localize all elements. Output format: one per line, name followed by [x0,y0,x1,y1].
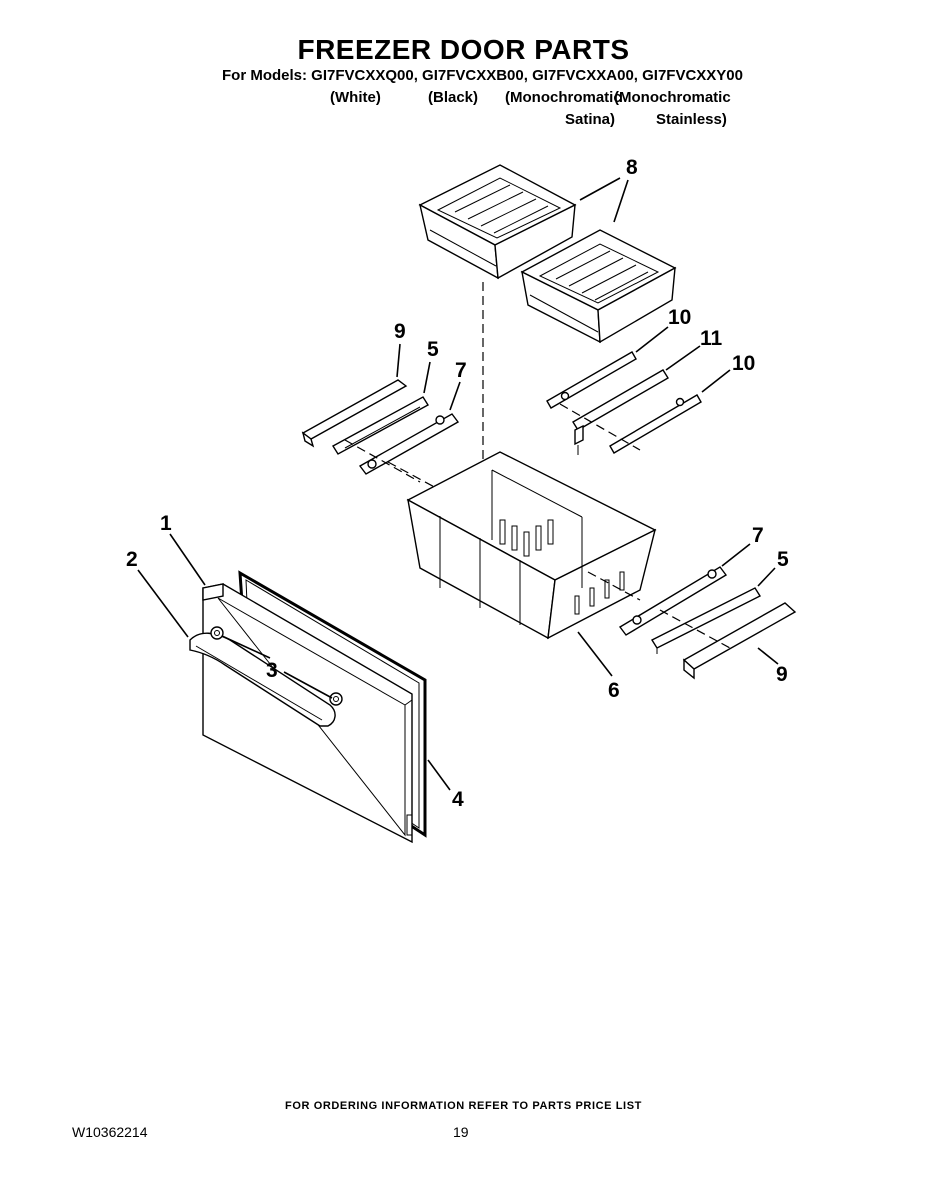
document-number: W10362214 [72,1124,148,1140]
upper-basket-left [418,164,577,280]
callout-2: 2 [126,548,138,571]
handle-mount-left [210,626,224,640]
variant-stainless: Stainless) [656,111,727,128]
callout-1: 1 [160,512,172,535]
rail-upper-right-a [546,351,637,409]
handle-mount-right [329,692,343,706]
variant-mono-2: (Monochromatic [614,89,731,106]
callout-7-right: 7 [752,524,764,547]
models-line: For Models: GI7FVCXXQ00, GI7FVCXXB00, GI… [222,67,743,84]
callout-5-left: 5 [427,338,439,361]
callout-7-left: 7 [455,359,467,382]
variant-white: (White) [330,89,381,106]
callout-10-top: 10 [668,306,691,329]
slide-rail-left [332,396,429,455]
callout-4: 4 [452,788,464,811]
rail-cap-right [682,602,797,680]
variant-satina: Satina) [565,111,616,128]
variant-black: (Black) [428,89,479,106]
page-number: 19 [453,1124,469,1140]
rail-upper-right-b [572,369,669,446]
callout-10-bottom: 10 [732,352,755,375]
upper-basket-right [520,229,677,344]
freezer-basket [406,451,657,640]
slide-support-left [358,413,460,475]
page-title: FREEZER DOOR PARTS [297,34,630,65]
callout-8: 8 [626,156,638,179]
callout-3: 3 [266,659,278,682]
callout-9-left: 9 [394,320,406,343]
callout-9-right: 9 [776,663,788,686]
rail-upper-right-c [609,394,702,454]
variant-mono-1: (Monochromatic [505,89,622,106]
callout-5-right: 5 [777,548,789,571]
callout-6: 6 [608,679,620,702]
rail-cap-left [301,379,408,448]
slide-support-right [618,566,728,636]
slide-rail-right [650,587,762,654]
ordering-note: FOR ORDERING INFORMATION REFER TO PARTS … [285,1100,642,1112]
callout-11: 11 [700,327,723,350]
